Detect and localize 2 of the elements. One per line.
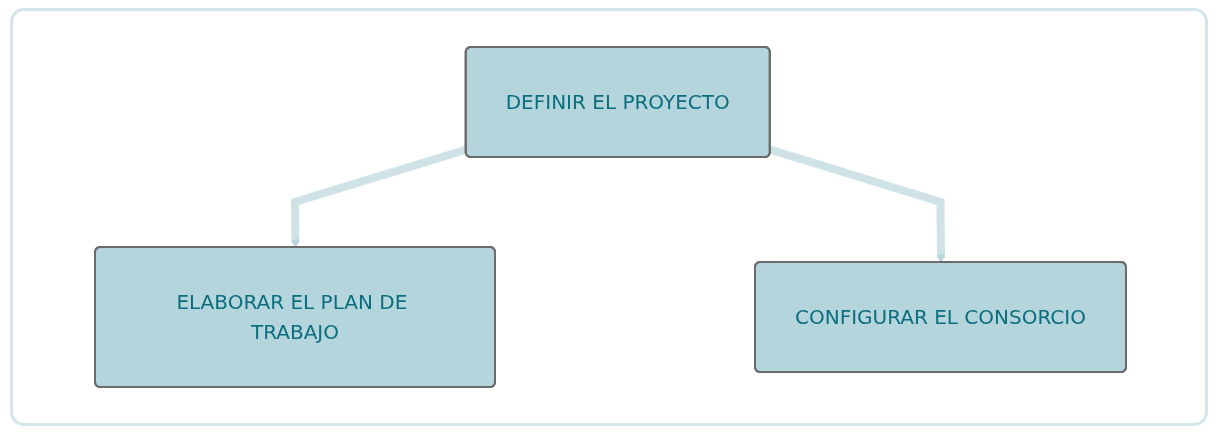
arrow — [768, 145, 945, 263]
arrow — [290, 145, 467, 248]
